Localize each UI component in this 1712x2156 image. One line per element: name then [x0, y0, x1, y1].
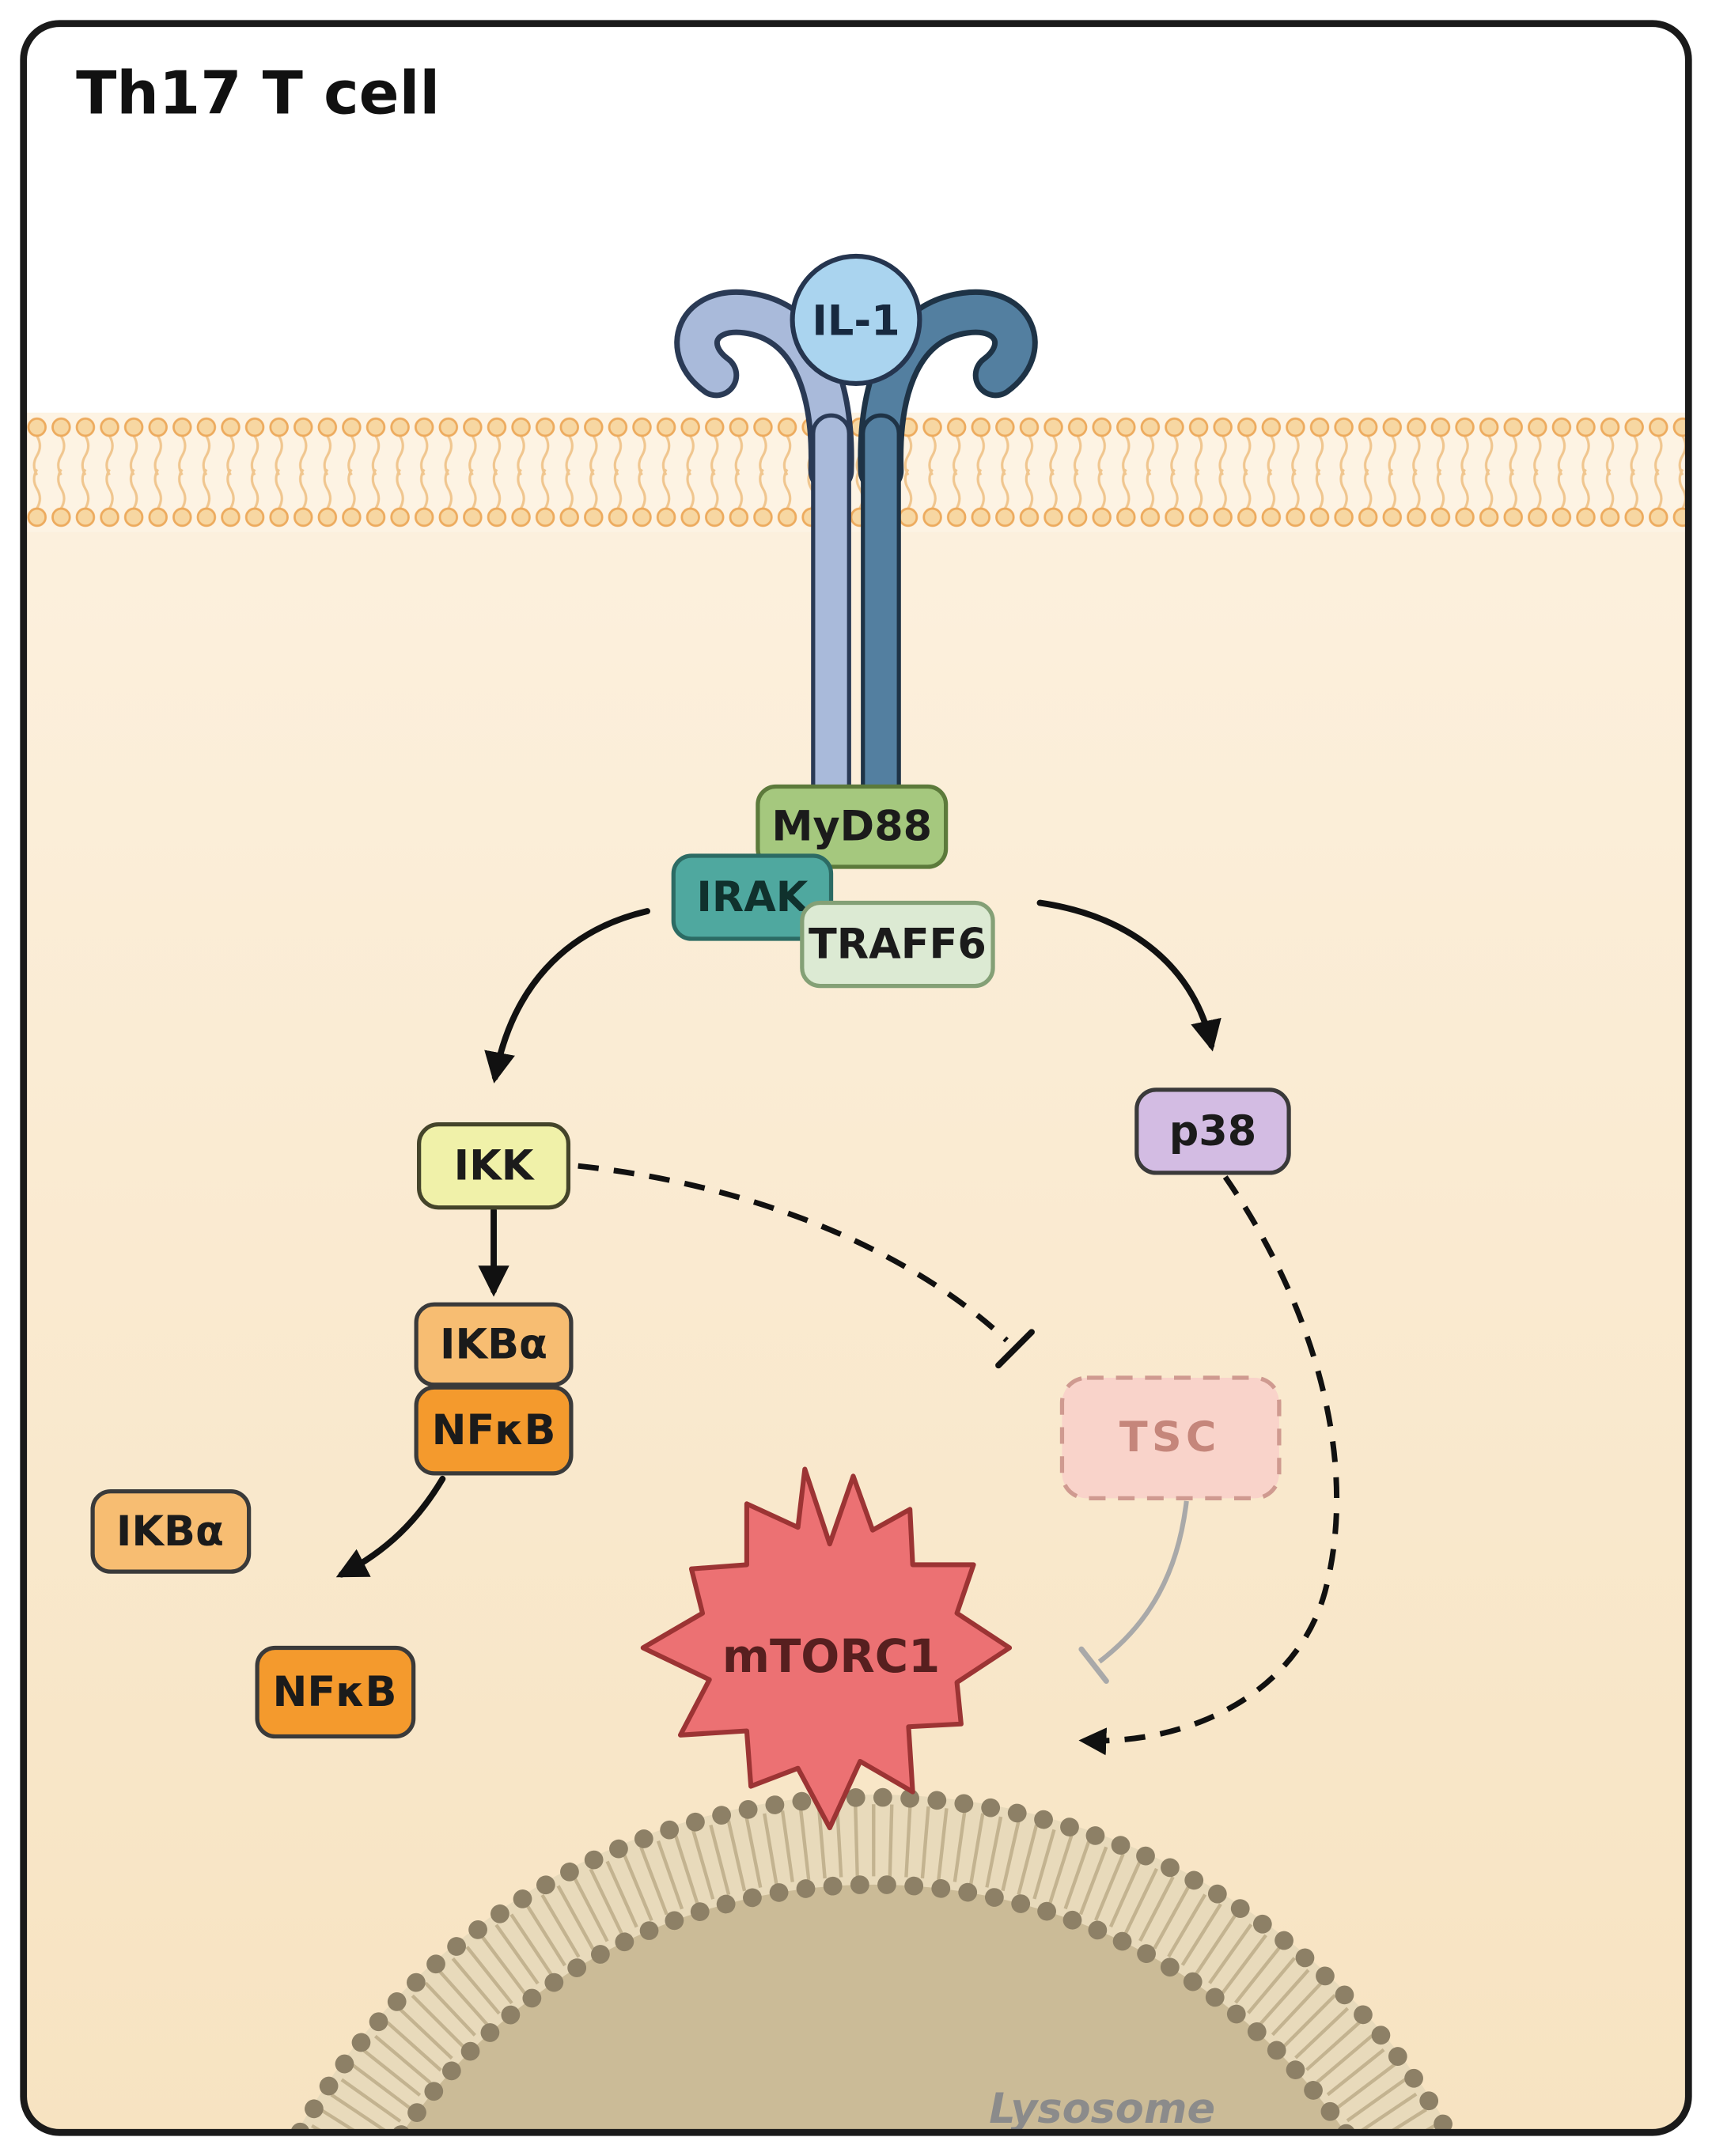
arrow-nfkb-release	[335, 1475, 446, 1578]
mtorc1-label: mTORC1	[722, 1629, 940, 1683]
ikba-free-box	[90, 1488, 252, 1574]
node-traff6: TRAFF6	[800, 900, 995, 989]
nfkb-bound-label: NFκB	[432, 1406, 556, 1454]
gray-tsc-to-mtorc1	[1097, 1500, 1189, 1664]
il1-ligand-label: IL-1	[812, 297, 900, 346]
lysosome: Lysosome	[205, 1787, 1543, 2133]
node-tsc: TSC	[1059, 1375, 1282, 1500]
traff6-label: TRAFF6	[809, 921, 987, 969]
node-myd88: MyD88	[756, 784, 949, 869]
tsc-box	[1059, 1375, 1282, 1500]
gray-inhibition-bar	[1078, 1646, 1109, 1684]
ikk-box	[417, 1122, 571, 1210]
arrow-complex-to-p38	[1036, 899, 1222, 1052]
dashed-ikk-to-tsc	[578, 1163, 1009, 1343]
ikba-bound-box	[414, 1302, 574, 1387]
node-ikba-bound: IKBα	[414, 1302, 574, 1387]
p38-label: p38	[1169, 1107, 1256, 1156]
inhibition-bar-ikk-tsc	[995, 1329, 1035, 1369]
nfkb-free-label: NFκB	[273, 1668, 397, 1716]
nfkb-free-box	[255, 1645, 416, 1739]
node-irak: IRAK	[671, 853, 834, 941]
myd88-box	[756, 784, 949, 869]
cell-title: Th17 T cell	[76, 59, 440, 128]
ikba-free-label: IKBα	[116, 1507, 224, 1556]
il1-receptor: IL-1	[674, 253, 1038, 828]
arrow-complex-to-ikk	[484, 908, 650, 1084]
nfkb-bound-box	[414, 1385, 574, 1476]
receptor-right-stalk	[861, 413, 901, 828]
node-ikba-free: IKBα	[90, 1488, 252, 1574]
irak-box	[671, 853, 834, 941]
receptor-right-arm	[863, 294, 1032, 489]
node-nfkb-bound: NFκB	[414, 1385, 574, 1476]
lysosome-label: Lysosome	[989, 2085, 1215, 2133]
receptor-left-stalk	[811, 413, 851, 814]
ikk-label: IKK	[454, 1142, 536, 1190]
node-mtorc1: mTORC1	[640, 1466, 1013, 1831]
irak-label: IRAK	[696, 873, 809, 921]
il1-ligand	[790, 253, 922, 387]
lysosome-outer-heads	[205, 1787, 1543, 2133]
receptor-left-arm	[680, 294, 849, 489]
tsc-label: TSC	[1119, 1413, 1221, 1462]
lysosome-tail-texture	[221, 1804, 1527, 2133]
node-nfkb-free: NFκB	[255, 1645, 416, 1739]
plasma-membrane	[23, 412, 1689, 532]
mtorc1-blob	[640, 1466, 1013, 1831]
node-p38: p38	[1134, 1087, 1291, 1175]
pathway-edges	[335, 899, 1340, 1756]
traff6-box	[800, 900, 995, 989]
myd88-label: MyD88	[771, 803, 932, 851]
p38-box	[1134, 1087, 1291, 1175]
cell-border	[20, 20, 1692, 2136]
ikba-bound-label: IKBα	[440, 1321, 547, 1369]
node-ikk: IKK	[417, 1122, 571, 1210]
